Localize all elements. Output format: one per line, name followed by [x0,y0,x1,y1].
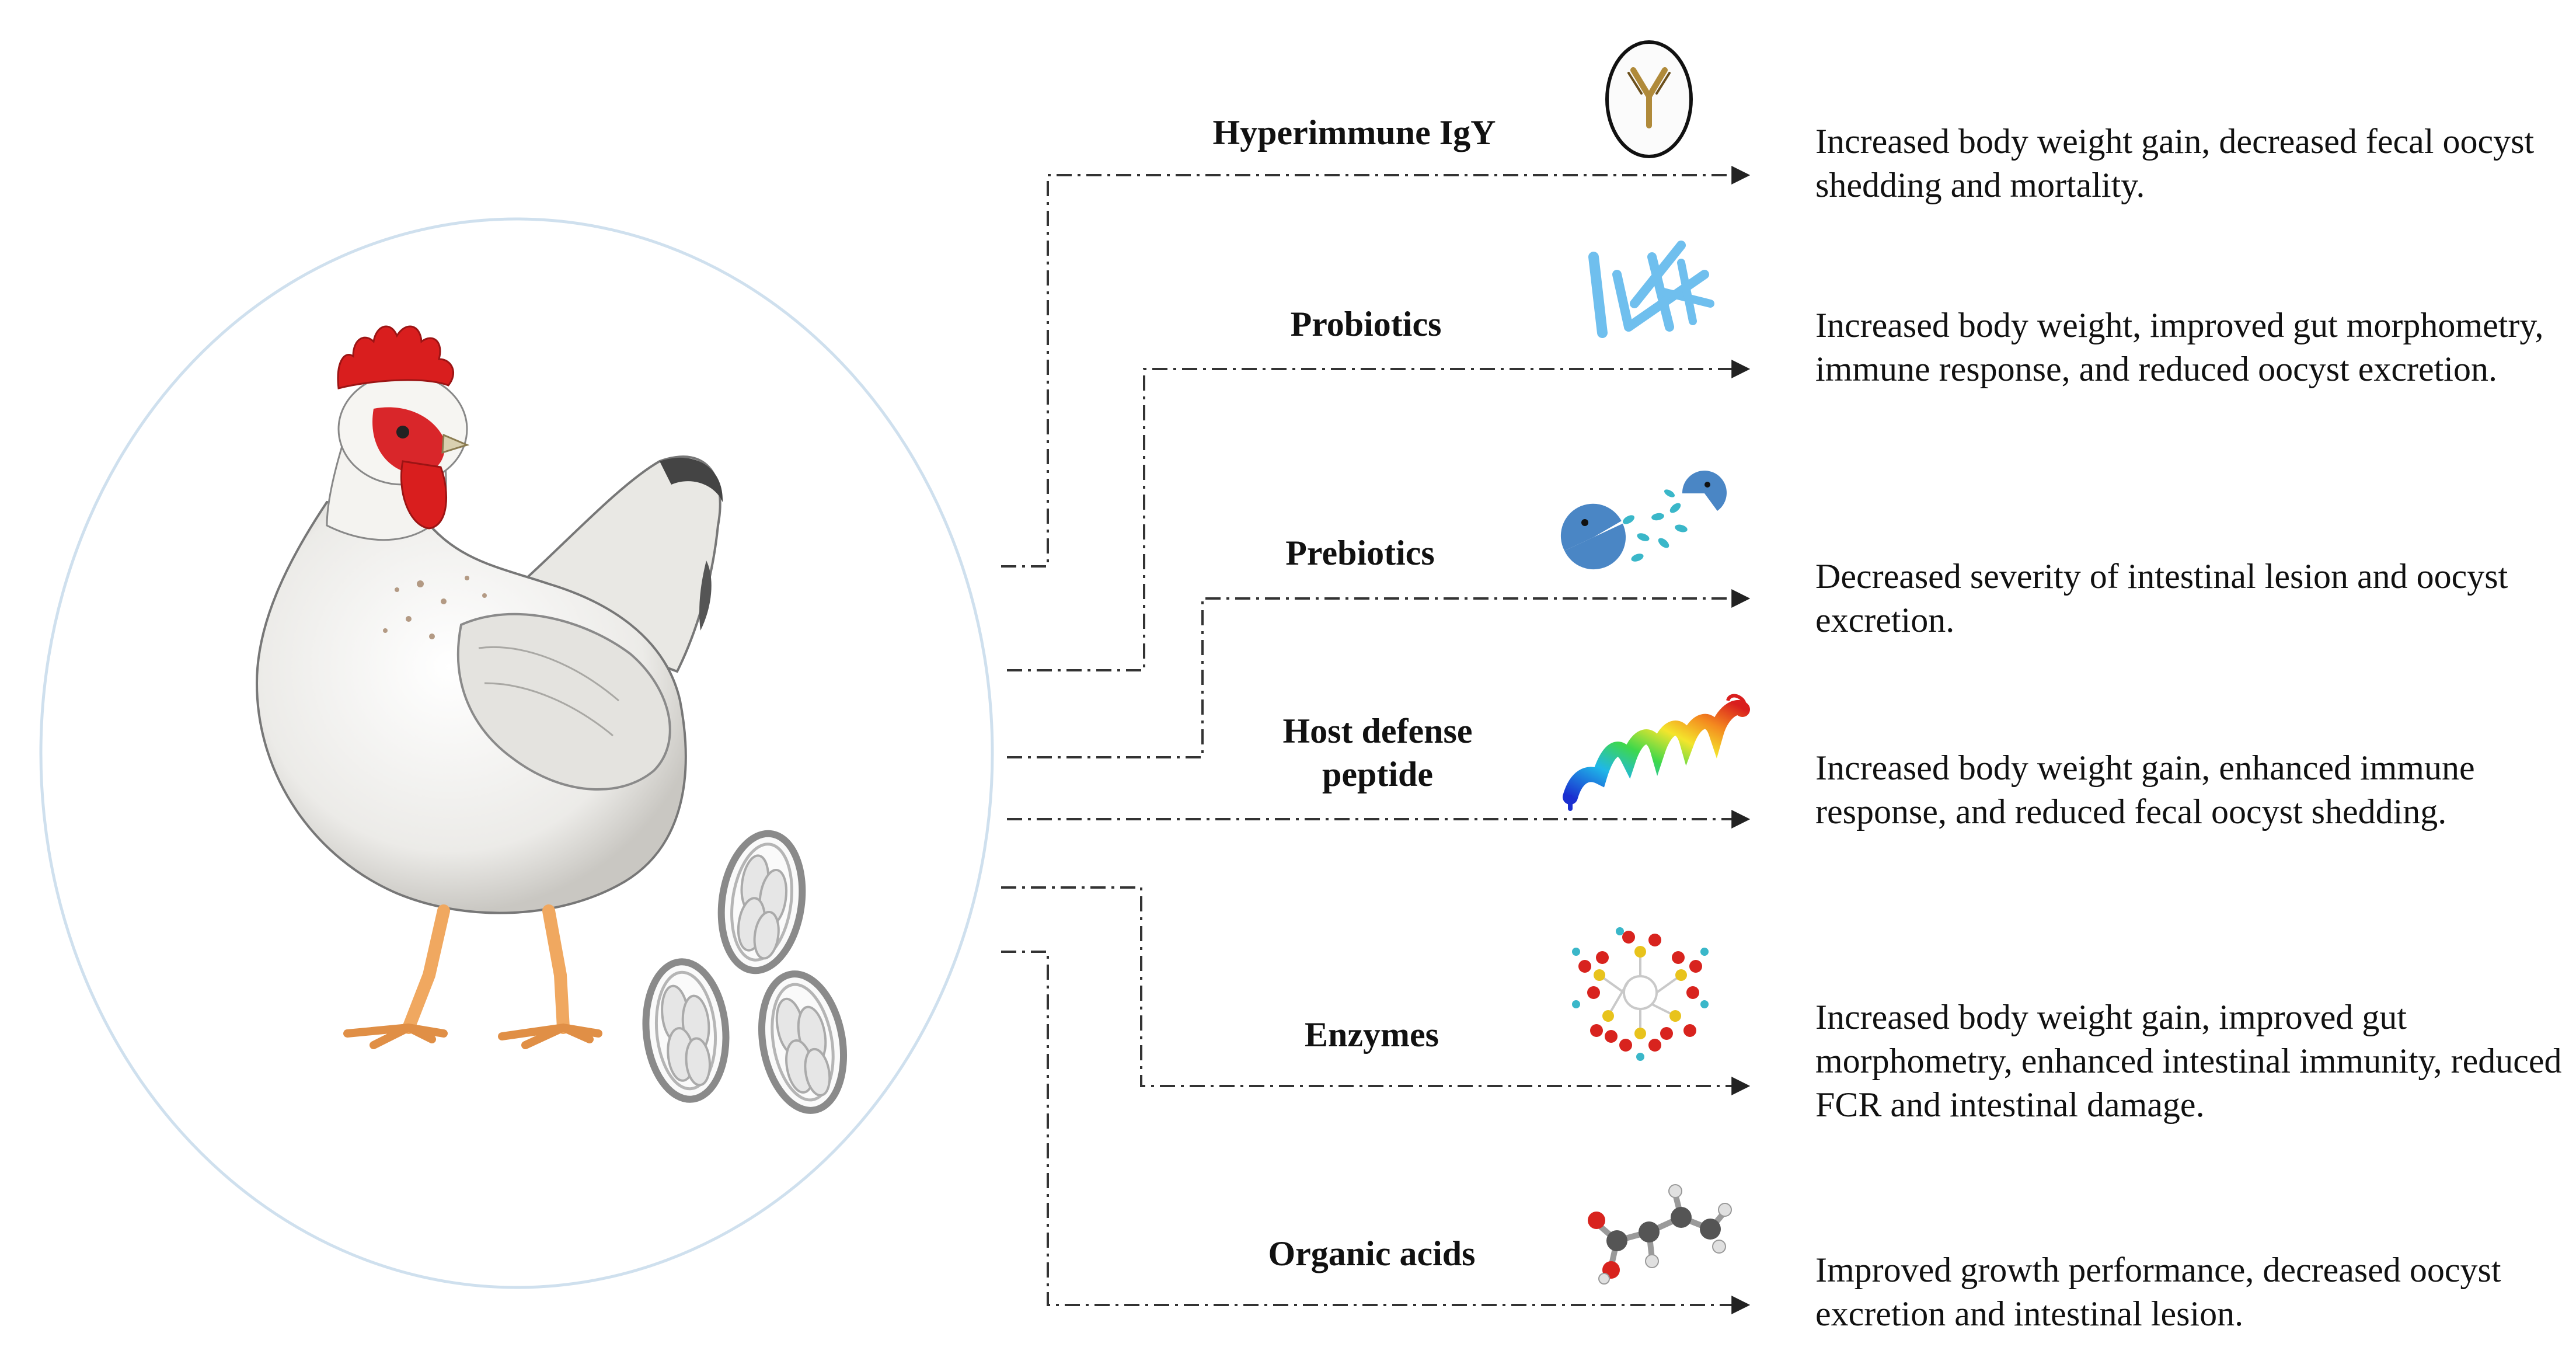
effect-hyperimmune-igy: Increased body weight gain, decreased fe… [1815,122,2535,204]
oocyst [717,830,806,974]
pacman-fiber-icon [1560,471,1727,569]
label-prebiotics: Prebiotics [1285,534,1435,572]
enzyme-molecule-icon [1572,927,1709,1061]
peptide-helix-icon [1563,694,1750,811]
oocyst-group [642,830,848,1114]
label-probiotics: Probiotics [1290,305,1442,343]
effect-probiotics: Increased body weight, improved gut morp… [1815,306,2544,388]
label-hyperimmune-igy: Hyperimmune IgY [1212,113,1496,152]
effect-host-defense-peptide: Increased body weight gain, enhanced imm… [1815,749,2475,831]
label-host-defense-peptide: Host defense peptide [1282,712,1473,793]
label-organic-acids: Organic acids [1268,1234,1476,1273]
antibody-egg-icon [1605,40,1693,158]
connector-enzymes [1001,886,1751,1095]
connector-probiotics [1007,360,1751,671]
effect-organic-acids: Improved growth performance, decreased o… [1815,1251,2501,1333]
effect-enzymes: Increased body weight gain, improved gut… [1815,998,2562,1124]
connector-prebiotics [1007,589,1751,758]
chicken-illustration [255,325,723,1049]
oocyst [642,958,730,1103]
label-enzymes: Enzymes [1305,1015,1439,1054]
organic-acid-molecule-icon [1588,1184,1732,1285]
oocyst [758,970,848,1114]
comb-shape [337,325,455,389]
connector-hyperimmune-igy [1001,166,1751,568]
effect-prebiotics: Decreased severity of intestinal lesion … [1815,557,2508,639]
bacteria-rods-icon [1588,241,1714,338]
chicken-circle [39,217,994,1289]
connector-organic-acids [1001,951,1751,1314]
